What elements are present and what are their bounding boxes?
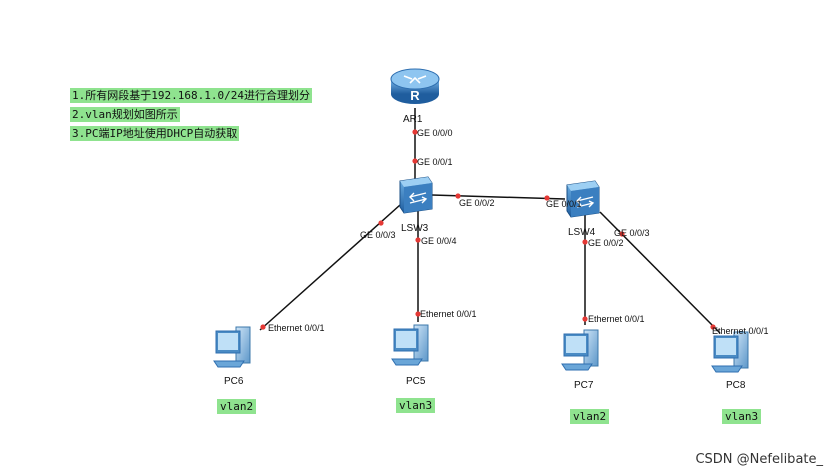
port-dot-lsw3-g001 xyxy=(412,158,418,164)
port-label-lsw4-g001: GE 0/0/1 xyxy=(546,199,582,209)
port-label-pc8: Ethernet 0/0/1 xyxy=(712,326,769,336)
port-label-lsw3-g002: GE 0/0/2 xyxy=(459,198,495,208)
port-label-ar1-g000: GE 0/0/0 xyxy=(417,128,453,138)
port-label-pc6: Ethernet 0/0/1 xyxy=(268,323,325,333)
device-label-pc6: PC6 xyxy=(224,376,244,387)
pc-icon[interactable] xyxy=(213,326,251,368)
requirement-note-2: 2.vlan规划如图所示 xyxy=(70,107,180,122)
port-label-pc7: Ethernet 0/0/1 xyxy=(588,314,645,324)
port-dot-pc8 xyxy=(710,324,716,330)
port-dot-lsw4-g002 xyxy=(582,239,588,245)
vlan-tag-pc5: vlan3 xyxy=(396,398,436,413)
pc-icon[interactable] xyxy=(711,331,749,373)
link-lsw3-lsw4 xyxy=(431,194,566,200)
pc-icon[interactable] xyxy=(391,324,429,366)
link-lsw4-pc8 xyxy=(599,211,721,334)
port-dot-lsw4-g001 xyxy=(544,195,550,201)
requirement-note-1: 1.所有网段基于192.168.1.0/24进行合理划分 xyxy=(70,88,312,103)
port-label-lsw3-g004: GE 0/0/4 xyxy=(421,236,457,246)
link-lsw3-pc6 xyxy=(259,204,401,331)
device-label-pc8: PC8 xyxy=(726,380,746,391)
vlan-tag-pc8: vlan3 xyxy=(722,409,762,424)
port-dot-pc5 xyxy=(415,311,421,317)
requirement-note-3: 3.PC端IP地址使用DHCP自动获取 xyxy=(70,126,240,141)
watermark: CSDN @Nefelibate_ xyxy=(695,452,823,467)
device-label-lsw3: LSW3 xyxy=(401,223,429,234)
port-dot-pc7 xyxy=(582,316,588,322)
port-dot-lsw4-g003 xyxy=(619,231,625,237)
port-dot-ar1-g000 xyxy=(412,129,418,135)
device-label-pc7: PC7 xyxy=(574,380,594,391)
vlan-tag-pc7: vlan2 xyxy=(570,409,610,424)
router-icon[interactable]: R xyxy=(390,68,440,104)
device-label-lsw4: LSW4 xyxy=(568,227,596,238)
port-dot-lsw3-g002 xyxy=(455,193,461,199)
port-dot-lsw3-g003 xyxy=(378,220,384,226)
port-dots xyxy=(260,129,716,330)
port-label-lsw4-g003: GE 0/0/3 xyxy=(614,228,650,238)
port-label-lsw3-g003: GE 0/0/3 xyxy=(360,230,396,240)
switch-icon[interactable] xyxy=(399,176,433,214)
svg-text:R: R xyxy=(410,88,420,103)
pc-icon[interactable] xyxy=(561,329,599,371)
vlan-tag-pc6: vlan2 xyxy=(217,399,257,414)
port-label-lsw3-g001: GE 0/0/1 xyxy=(417,157,453,167)
switch-icon[interactable] xyxy=(566,180,600,218)
port-label-lsw4-g002: GE 0/0/2 xyxy=(588,238,624,248)
device-label-pc5: PC5 xyxy=(406,376,426,387)
port-label-pc5: Ethernet 0/0/1 xyxy=(420,309,477,319)
device-label-ar1: AR1 xyxy=(403,114,423,125)
port-dot-pc6 xyxy=(260,324,266,330)
port-dot-lsw3-g004 xyxy=(415,237,421,243)
links xyxy=(259,108,721,334)
